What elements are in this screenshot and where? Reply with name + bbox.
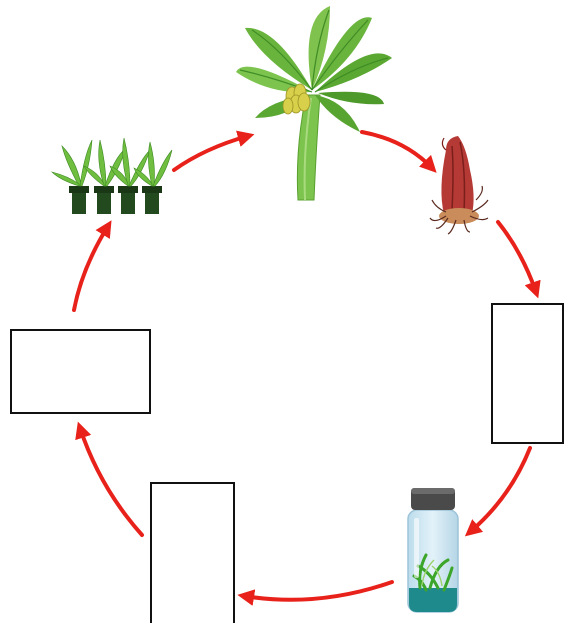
arrow-right-box-to-jar: [464, 446, 532, 537]
blank-box-bottom: [150, 482, 235, 623]
blank-box-right: [491, 303, 564, 444]
plantlet-pot: [94, 186, 114, 214]
arrow-bottom-box-to-left-box: [75, 421, 144, 537]
arrow-jar-to-bottom-box: [237, 580, 394, 606]
blank-box-left: [10, 329, 151, 414]
plantlet-pot: [142, 186, 162, 214]
arrow-sucker-to-right-box: [496, 220, 541, 299]
banana-plant-icon: [236, 6, 392, 201]
tissue-culture-jar-icon: [407, 488, 459, 613]
banana-sucker-icon: [429, 136, 489, 235]
arrow-plantlets-to-plant: [172, 130, 255, 172]
arrow-left-box-to-plantlets: [72, 220, 112, 312]
plantlet-pot: [118, 186, 138, 214]
arrow-plant-to-sucker: [360, 130, 437, 173]
plantlet-pot: [69, 186, 89, 214]
potted-plantlets-icon: [51, 137, 173, 214]
